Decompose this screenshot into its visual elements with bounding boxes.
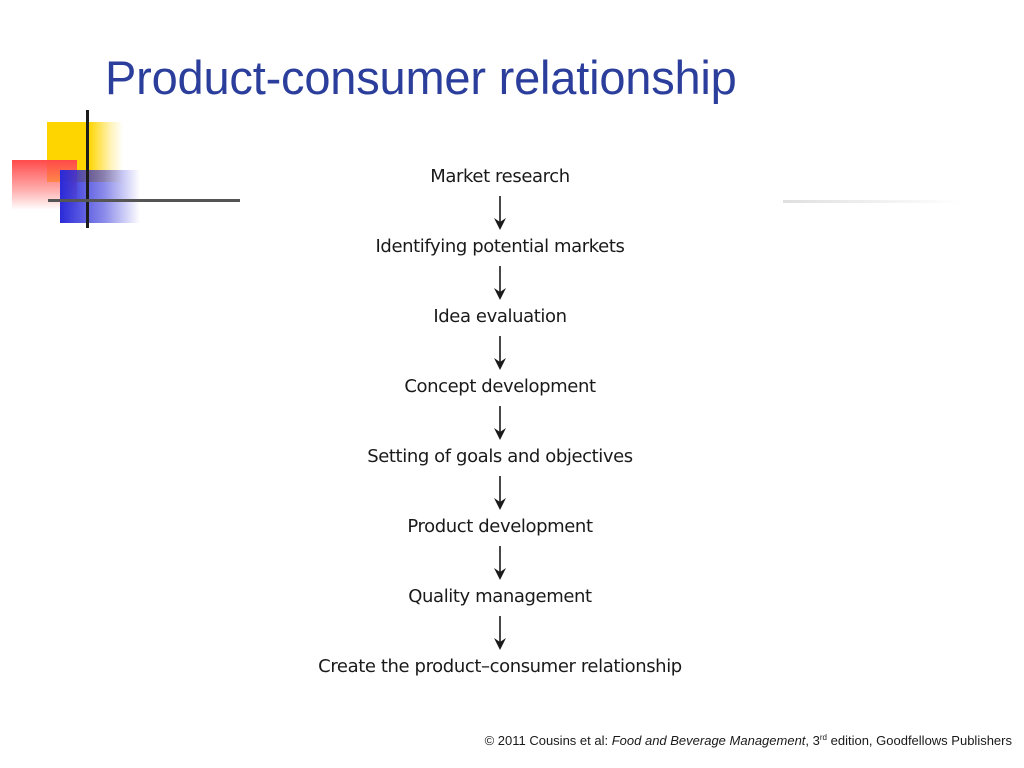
flow-step-idea-evaluation: Idea evaluation: [433, 306, 567, 327]
flow-step-create-relationship: Create the product–consumer relationship: [318, 656, 682, 677]
arrow-down-icon: [491, 334, 509, 372]
yellow-square-decoration: [47, 122, 123, 182]
horizontal-line-decoration: [48, 199, 240, 202]
arrow-down-icon: [491, 614, 509, 652]
footer-publisher: edition, Goodfellows Publishers: [827, 733, 1012, 748]
flow-step-quality-management: Quality management: [408, 586, 592, 607]
copyright-footer: © 2011 Cousins et al: Food and Beverage …: [485, 732, 1012, 750]
arrow-down-icon: [491, 404, 509, 442]
flow-step-setting-goals-objectives: Setting of goals and objectives: [367, 446, 633, 467]
blue-square-decoration: [60, 170, 140, 223]
fading-line-decoration: [783, 200, 963, 203]
red-square-decoration: [12, 160, 77, 210]
flow-step-identifying-potential-markets: Identifying potential markets: [375, 236, 625, 257]
flow-step-product-development: Product development: [407, 516, 593, 537]
slide-title: Product-consumer relationship: [105, 51, 737, 104]
footer-edition-number: , 3: [805, 733, 820, 748]
arrow-down-icon: [491, 544, 509, 582]
arrow-down-icon: [491, 474, 509, 512]
flow-step-market-research: Market research: [430, 166, 570, 187]
flow-step-concept-development: Concept development: [404, 376, 596, 397]
vertical-line-decoration: [86, 110, 89, 228]
footer-prefix: © 2011 Cousins et al:: [484, 733, 612, 748]
footer-edition-suffix: rd: [819, 733, 827, 742]
footer-book-title: Food and Beverage Management: [611, 733, 806, 748]
process-flowchart: Market research Identifying potential ma…: [250, 162, 750, 692]
arrow-down-icon: [491, 194, 509, 232]
arrow-down-icon: [491, 264, 509, 302]
